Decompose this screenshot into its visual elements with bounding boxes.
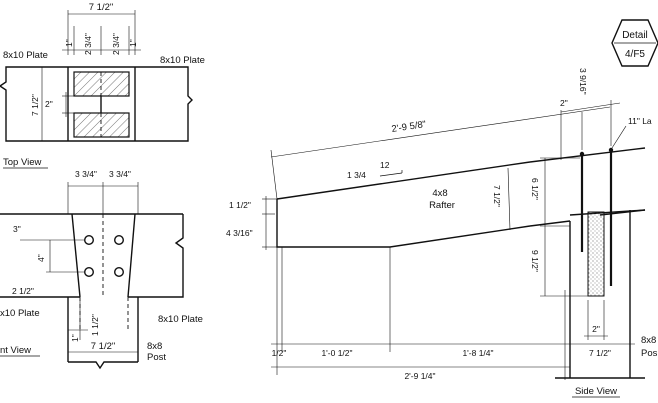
detail-tag-line2: 4/F5 <box>625 49 645 60</box>
top-view-dim-mid-1: 2 3/4" <box>83 33 93 55</box>
top-view-right-plate: 8x10 Plate <box>160 55 205 66</box>
top-view: 7 1/2" 1" 2 3/4" 2 3/4" 1" 8x10 Plate 8x… <box>0 2 205 169</box>
side-view: 11" La 2" 3 9/16" 6 1/2" 9 1/2" 2" 7 1/2… <box>530 68 658 398</box>
front-view-edge-dim: 3" <box>13 224 21 234</box>
front-view-lower-dim: 2 1/2" <box>12 286 34 296</box>
rafter-slope-run: 12 <box>380 160 390 170</box>
detail-tag: Detail 4/F5 <box>611 19 658 67</box>
front-view-left-plate: x10 Plate <box>0 308 40 319</box>
front-view-bolt-spacing: 4" <box>36 254 46 262</box>
rafter-slope-rise: 1 3/4 <box>347 170 366 180</box>
rafter-top-length: 2'-9 5/8" <box>391 119 427 135</box>
side-view-top-dim-1: 2" <box>560 98 568 108</box>
rafter-bottom-1: 1/2" <box>272 348 287 358</box>
front-view: 3 3/4" 3 3/4" 3" 4" 2 1/2" x10 Plate 8x1… <box>0 169 203 370</box>
side-view-post-label-2: Pos <box>641 348 658 359</box>
top-view-depth: 7 1/2" <box>30 94 40 116</box>
side-view-upper-depth: 6 1/2" <box>530 178 540 200</box>
top-view-title: Top View <box>3 157 42 168</box>
front-view-bottom-dim-1: 1" <box>70 334 80 342</box>
top-view-dim-right: 1" <box>128 39 138 47</box>
rafter-end-dim-1: 1 1/2" <box>229 200 251 210</box>
rafter-overall: 2'-9 1/4" <box>404 371 435 381</box>
front-view-bottom-dim-2: 1 1/2" <box>90 314 100 336</box>
side-view-gap: 2" <box>592 324 600 334</box>
rafter-bottom-2: 1'-0 1/2" <box>321 348 352 358</box>
top-view-gap: 2" <box>45 99 53 109</box>
bolt-hole <box>113 267 124 278</box>
top-view-left-plate: 8x10 Plate <box>3 50 48 61</box>
front-view-post-label-1: 8x8 <box>147 341 162 352</box>
side-view-post-label-1: 8x8 <box>641 335 656 346</box>
top-view-dim-left: 1" <box>64 39 74 47</box>
front-view-post-width: 7 1/2" <box>91 341 116 352</box>
bolt-hole <box>113 234 124 245</box>
front-view-post-label-2: Post <box>147 352 166 363</box>
bolt-hole <box>83 234 94 245</box>
front-view-right-plate: 8x10 Plate <box>158 314 203 325</box>
top-view-dim-mid-2: 2 3/4" <box>111 33 121 55</box>
front-view-top-dim-2: 3 3/4" <box>109 169 131 179</box>
side-view-title: Side View <box>575 386 617 397</box>
rafter-label-2: Rafter <box>429 200 455 211</box>
detail-tag-line1: Detail <box>622 30 648 41</box>
side-view-lag-label: 11" La <box>628 116 652 126</box>
side-view-top-dim-2: 3 9/16" <box>578 68 588 95</box>
front-view-top-dim-1: 3 3/4" <box>75 169 97 179</box>
rafter-label-1: 4x8 <box>432 188 447 199</box>
front-view-title: nt View <box>0 345 31 356</box>
rafter-bottom-3: 1'-8 1/4" <box>462 348 493 358</box>
rafter-depth: 7 1/2" <box>492 185 502 207</box>
side-view-lower-depth: 9 1/2" <box>530 250 540 272</box>
side-view-post-width: 7 1/2" <box>589 348 611 358</box>
bolt-hole <box>83 267 94 278</box>
rafter-elevation: 2'-9 5/8" 12 1 3/4 4x8 Rafter 7 1/2" 1 1… <box>226 106 646 381</box>
rafter-end-dim-2: 4 3/16" <box>226 228 253 238</box>
top-view-overall-width: 7 1/2" <box>89 2 114 13</box>
